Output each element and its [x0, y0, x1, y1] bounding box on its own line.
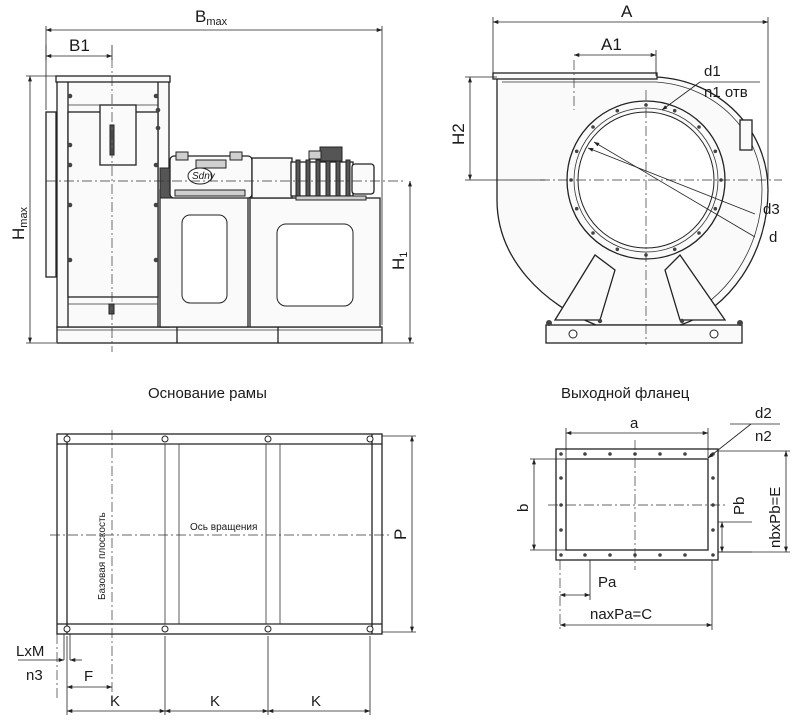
lxm-label: LxM: [16, 643, 44, 660]
frame-outline: [56, 433, 383, 635]
inlet-bolt-hole: [713, 206, 718, 211]
a-flange-label: a: [630, 415, 639, 432]
bearing-assembly: Sdny: [159, 151, 253, 199]
flange-holes: [559, 452, 715, 557]
k-label-3: K: [311, 693, 321, 710]
n1-label: n1 отв: [704, 84, 748, 101]
outlet-plate: [99, 104, 137, 166]
flange-inner: [565, 458, 709, 551]
inlet-bolt-hole: [574, 206, 579, 211]
front-base: [545, 324, 743, 344]
flange-bolt-hole: [658, 452, 662, 456]
frame-view: Основание рамы Базовая плоскость Ось вра…: [16, 385, 416, 715]
svg-text:Sdny: Sdny: [192, 171, 216, 182]
flange-bolt-hole: [711, 553, 715, 557]
inlet-bolt-hole: [672, 108, 677, 113]
d3-leader: [587, 147, 756, 215]
b1-label: B1: [69, 36, 90, 55]
f-label: F: [84, 668, 93, 685]
side-view: Sdny Bmax: [9, 7, 414, 352]
nbxpb-label: nbxPb=E: [767, 487, 784, 548]
n2-label: n2: [755, 428, 772, 445]
hmax-label: Hmax: [9, 206, 30, 240]
flange-bolt-hole: [608, 452, 612, 456]
a1-label: A1: [601, 35, 622, 54]
housing-bolts: [67, 93, 161, 263]
k-label-1: K: [110, 693, 120, 710]
d-leader: [593, 141, 756, 238]
flange-bolt-hole: [583, 553, 587, 557]
inlet-bolt-hole: [591, 125, 595, 129]
inlet-bolt-hole: [697, 125, 701, 129]
b-label: b: [515, 504, 532, 512]
inlet-bolt-hole: [615, 247, 620, 252]
flange-bolt-hole: [559, 476, 563, 480]
coupling-guard: [251, 157, 293, 199]
flange-bolt-hole: [711, 476, 715, 480]
frame-caption: Основание рамы: [148, 385, 267, 402]
flange-caption: Выходной фланец: [561, 385, 690, 402]
electric-motor: [290, 146, 375, 201]
pb-label: Pb: [731, 497, 748, 515]
pa-label: Pa: [598, 574, 617, 591]
h1-label: H1: [389, 252, 410, 270]
rotation-axis-label: Ось вращения: [190, 522, 257, 533]
a-label: A: [621, 2, 633, 21]
inlet-bolt-hole: [672, 247, 677, 252]
h2-label: H2: [449, 123, 468, 145]
naxpa-label: naxPa=C: [590, 606, 652, 623]
base-frame: [56, 326, 383, 344]
flange-bolt-hole: [559, 528, 563, 532]
p-label: P: [391, 529, 410, 540]
inlet-bolt-hole: [574, 149, 579, 154]
flange-bolt-hole: [658, 553, 662, 557]
pedestal-window: [181, 214, 228, 304]
flange-bolt-hole: [559, 452, 563, 456]
frame-mounting-holes: [63, 435, 374, 633]
n3-label: n3: [26, 667, 43, 684]
d3-label: d3: [763, 201, 780, 218]
flange-view: Выходной фланец a d2 n2 b Pb nbxPb=E: [515, 385, 790, 630]
support-leg-right: [664, 253, 727, 321]
flange-bolt-hole: [711, 528, 715, 532]
flange-bolt-hole: [683, 553, 687, 557]
d2-label: d2: [755, 405, 772, 422]
d-label: d: [769, 229, 777, 246]
inlet-bolt-hole: [713, 149, 718, 154]
inlet-bolt-hole: [615, 108, 620, 113]
bmax-label: Bmax: [195, 7, 228, 28]
inlet-bolt-hole: [697, 231, 701, 235]
side-stub: [739, 119, 753, 151]
base-plane-label: Базовая плоскость: [97, 512, 108, 600]
flange-bolt-hole: [683, 452, 687, 456]
inlet-flange: [45, 111, 57, 278]
flange-outer: [555, 448, 719, 561]
flange-bolt-hole: [608, 553, 612, 557]
outlet-flange: [492, 72, 658, 80]
front-view: A A1 H2 d1 n1 отв d3 d: [449, 2, 782, 345]
flange-bolt-hole: [583, 452, 587, 456]
k-label-2: K: [210, 693, 220, 710]
motor-window: [276, 223, 354, 307]
d1-label: d1: [704, 63, 721, 80]
flange-bolt-hole: [559, 553, 563, 557]
inlet-bolt-hole: [591, 231, 595, 235]
